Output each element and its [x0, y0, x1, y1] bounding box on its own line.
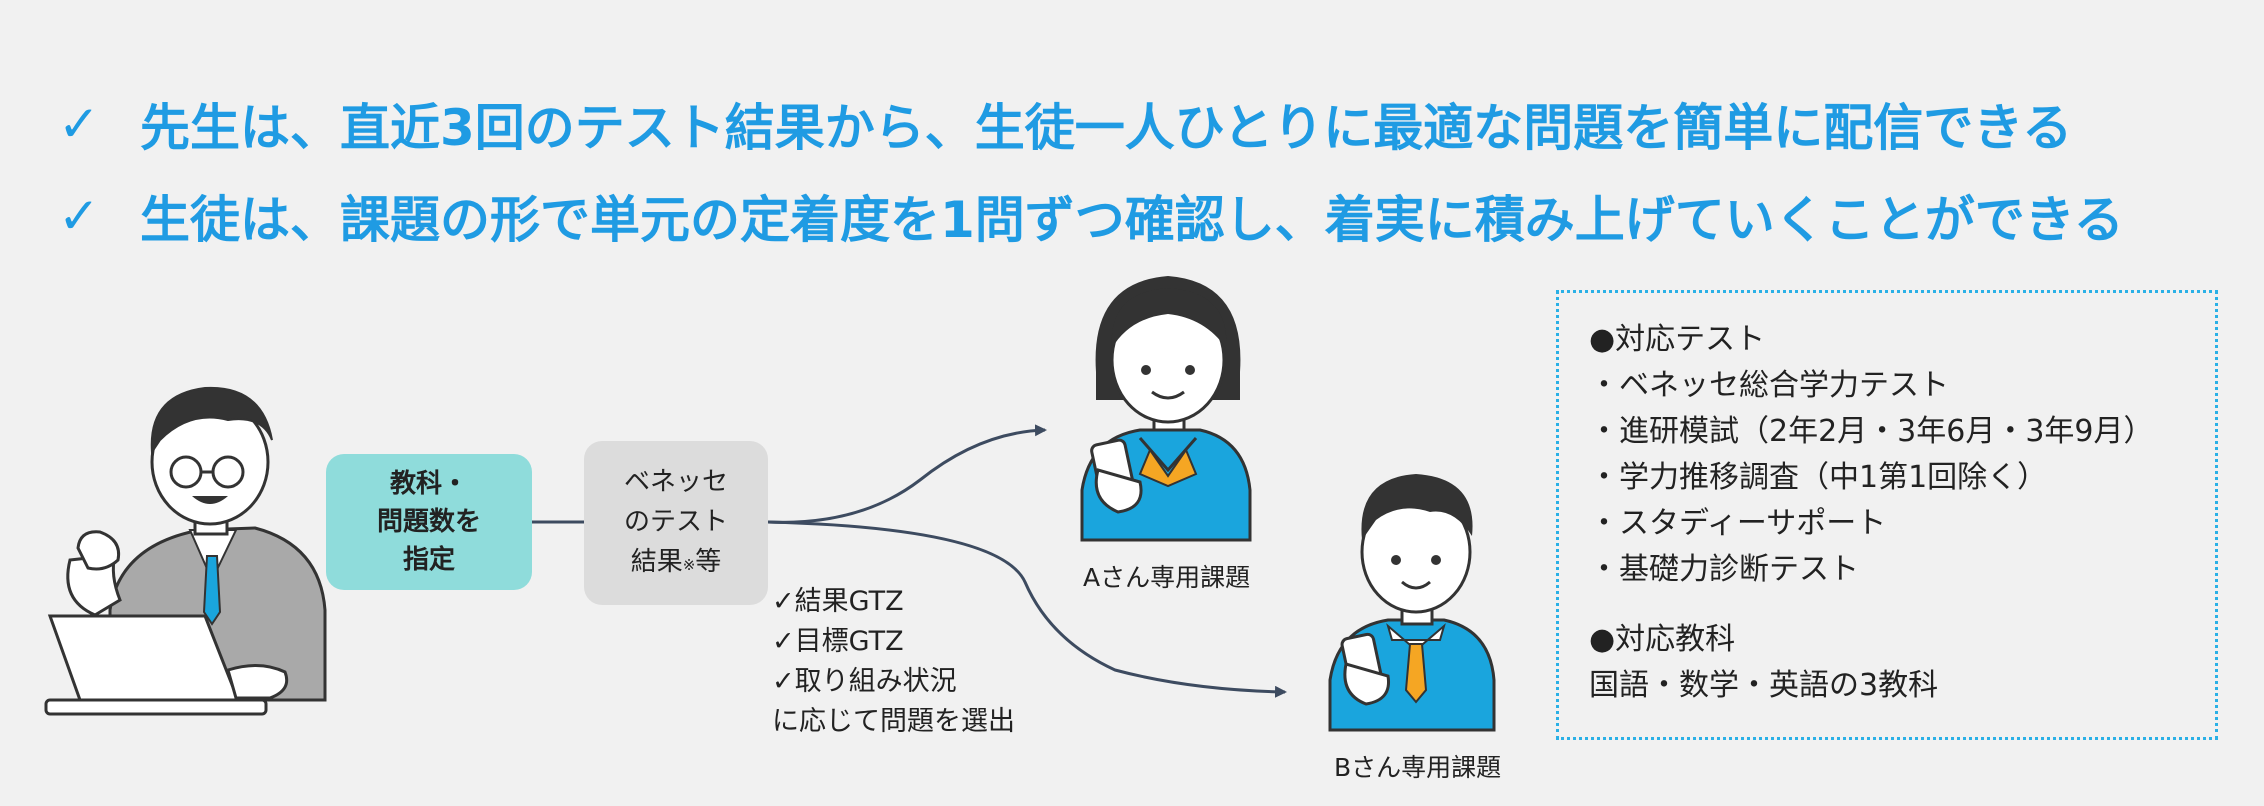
- headline-student: ✓ 生徒は、課題の形で単元の定着度を1問ずつ確認し、着実に積み上げていくことがで…: [58, 180, 2124, 252]
- test-result-box: ベネッセ のテスト 結果※等: [584, 441, 768, 605]
- subject-box-line-3: 指定: [402, 545, 455, 575]
- subjects-heading: ●対応教科: [1589, 622, 1736, 657]
- tests-heading: ●対応テスト: [1589, 322, 1766, 357]
- student-a-label: Aさん専用課題: [1083, 563, 1251, 592]
- test-item: ・学力推移調査（中1第1回除く）: [1589, 460, 2048, 495]
- arrow-to-student-b: [767, 520, 1287, 698]
- criteria-item: に応じて問題を選出: [772, 706, 1015, 737]
- subject-count-box: 教科・ 問題数を 指定: [326, 454, 532, 590]
- student-a-illustration: [1080, 276, 1252, 542]
- criteria-item: ✓結果GTZ: [772, 586, 904, 617]
- test-item: ・スタディーサポート: [1589, 506, 1887, 541]
- headline-student-text: 生徒は、課題の形で単元の定着度を1問ずつ確認し、着実に積み上げていくことができる: [140, 191, 2124, 249]
- subject-box-line-2: 問題数を: [376, 507, 481, 537]
- result-box-line-2: のテスト: [623, 506, 728, 537]
- student-b-illustration: [1328, 474, 1496, 732]
- result-box-main: 結果: [630, 546, 683, 577]
- subjects-text: 国語・数学・英語の3教科: [1589, 668, 1939, 703]
- supported-info-box: ●対応テスト ・ベネッセ総合学力テスト ・進研模試（2年2月・3年6月・3年9月…: [1556, 290, 2218, 740]
- check-icon: ✓: [58, 187, 100, 245]
- test-item: ・基礎力診断テスト: [1589, 552, 1859, 587]
- result-box-line-1: ベネッセ: [623, 466, 728, 497]
- criteria-item: ✓目標GTZ: [772, 626, 904, 657]
- headline-teacher: ✓ 先生は、直近3回のテスト結果から、生徒一人ひとりに最適な問題を簡単に配信でき…: [58, 88, 2072, 160]
- selection-criteria: ✓結果GTZ ✓目標GTZ ✓取り組み状況 に応じて問題を選出: [772, 582, 1015, 742]
- student-b-label: Bさん専用課題: [1334, 753, 1502, 782]
- test-item: ・ベネッセ総合学力テスト: [1589, 368, 1949, 403]
- subject-box-line-1: 教科・: [389, 469, 468, 499]
- teacher-illustration: [44, 386, 327, 716]
- result-box-end: 等: [695, 546, 722, 577]
- footnote-mark: ※: [682, 555, 696, 574]
- test-item: ・進研模試（2年2月・3年6月・3年9月）: [1589, 414, 2154, 449]
- result-box-line-3: 結果※等: [631, 542, 722, 585]
- arrow-to-student-a: [767, 424, 1047, 524]
- check-icon: ✓: [58, 95, 100, 153]
- criteria-item: ✓取り組み状況: [772, 666, 957, 697]
- headline-teacher-text: 先生は、直近3回のテスト結果から、生徒一人ひとりに最適な問題を簡単に配信できる: [140, 99, 2073, 157]
